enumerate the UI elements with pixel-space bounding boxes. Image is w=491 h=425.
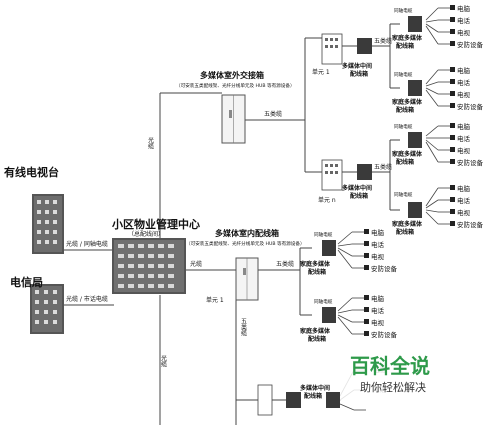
label-home-box-a-2: 配线箱 bbox=[396, 42, 414, 50]
mid-cabinets bbox=[286, 38, 372, 408]
label-device-security-b: 安防设备 bbox=[457, 102, 484, 111]
indoor-cabinet bbox=[235, 257, 259, 301]
label-device-tv-c: 电视 bbox=[457, 146, 471, 155]
label-device-computer-c: 电脑 bbox=[457, 122, 471, 131]
label-device-tv-a: 电视 bbox=[457, 28, 471, 37]
label-device-phone-e: 电话 bbox=[371, 240, 385, 249]
label-home-box-f-1: 家庭多媒体 bbox=[300, 327, 331, 335]
watermark-title: 百科全说 bbox=[350, 354, 430, 378]
label-home-box-f-2: 配线箱 bbox=[308, 335, 326, 343]
label-device-computer-a: 电脑 bbox=[457, 4, 471, 13]
label-device-phone-f: 电话 bbox=[371, 306, 385, 315]
label-device-computer-b: 电脑 bbox=[457, 66, 471, 75]
label-device-security-e: 安防设备 bbox=[371, 264, 398, 273]
label-home-box-d-1: 家庭多媒体 bbox=[392, 220, 423, 228]
label-device-tv-d: 电视 bbox=[457, 208, 471, 217]
label-fiber-vertical-lower: 光缆 bbox=[160, 354, 167, 368]
label-home-box-b-1: 家庭多媒体 bbox=[392, 98, 423, 106]
label-mgmt-center: 小区物业管理中心 bbox=[111, 217, 200, 231]
label-unit-n: 单元 n bbox=[318, 196, 336, 204]
label-indoor-box-note: （可安装五类配线架、光纤分线单元及 HUB 等有源设备） bbox=[186, 240, 305, 247]
unit-building-icons bbox=[257, 33, 343, 416]
telecom-building bbox=[30, 284, 64, 334]
label-link-cable-tv: 光缆 / 同轴电缆 bbox=[66, 240, 108, 248]
label-coax-d: 同轴电缆 bbox=[394, 191, 413, 198]
outdoor-cabinet bbox=[221, 94, 246, 144]
label-home-box-e-2: 配线箱 bbox=[308, 268, 326, 276]
label-coax-e: 同轴电缆 bbox=[314, 231, 333, 238]
label-mid-cabinet-b-2: 配线箱 bbox=[350, 192, 368, 200]
label-unit-1-upper: 单元 1 bbox=[312, 68, 330, 76]
label-cable-tv-station: 有线电视台 bbox=[4, 165, 59, 179]
label-device-tv-f: 电视 bbox=[371, 318, 385, 327]
label-mid-cabinet-a-2: 配线箱 bbox=[350, 70, 368, 78]
label-home-box-c-2: 配线箱 bbox=[396, 158, 414, 166]
label-cat5-unit1: 五类缆 bbox=[374, 37, 392, 45]
mgmt-center-building bbox=[112, 238, 186, 294]
label-link-telecom: 光缆 / 市话电缆 bbox=[66, 295, 108, 303]
label-device-security-d: 安防设备 bbox=[457, 220, 484, 229]
device-markers bbox=[364, 5, 455, 336]
watermark: 百科全说 助你轻松解决 bbox=[340, 348, 452, 400]
label-device-phone-d: 电话 bbox=[457, 196, 471, 205]
device-links bbox=[337, 7, 450, 411]
label-home-box-c-1: 家庭多媒体 bbox=[392, 150, 423, 158]
label-mid-cabinet-b-1: 多媒体中间 bbox=[342, 184, 372, 192]
connection-lines bbox=[64, 23, 400, 425]
label-coax-b: 同轴电缆 bbox=[394, 71, 413, 78]
label-mgmt-center-sub: （总配线间） bbox=[128, 230, 164, 238]
label-fiber-horizontal: 光缆 bbox=[190, 260, 202, 268]
label-home-box-a-1: 家庭多媒体 bbox=[392, 34, 423, 42]
label-device-computer-e: 电脑 bbox=[371, 228, 385, 237]
label-outdoor-box-note: （可安装五类配线架、光纤分线单元及 HUB 等有源设备） bbox=[176, 82, 295, 89]
label-cat5-indoor: 五类缆 bbox=[276, 260, 294, 268]
label-telecom-bureau: 电信局 bbox=[10, 275, 43, 289]
home-boxes bbox=[322, 16, 422, 408]
label-outdoor-box-title: 多媒体室外交接箱 bbox=[200, 70, 264, 80]
label-indoor-box-title: 多媒体室内配线箱 bbox=[215, 228, 279, 238]
label-cat5-outdoor: 五类缆 bbox=[264, 110, 282, 118]
label-device-computer-f: 电脑 bbox=[371, 294, 385, 303]
label-coax-a: 同轴电缆 bbox=[394, 7, 413, 14]
label-cat5-vertical: 五类缆 bbox=[240, 318, 247, 337]
label-device-security-a: 安防设备 bbox=[457, 40, 484, 49]
label-home-box-e-1: 家庭多媒体 bbox=[300, 260, 331, 268]
label-device-tv-e: 电视 bbox=[371, 252, 385, 261]
label-mid-cabinet-c-2: 配线箱 bbox=[304, 392, 322, 400]
label-device-phone-b: 电话 bbox=[457, 78, 471, 87]
label-device-computer-d: 电脑 bbox=[457, 184, 471, 193]
label-device-tv-b: 电视 bbox=[457, 90, 471, 99]
label-mid-cabinet-a-1: 多媒体中间 bbox=[342, 62, 372, 70]
label-mid-cabinet-c-1: 多媒体中间 bbox=[300, 384, 330, 392]
label-home-box-d-2: 配线箱 bbox=[396, 228, 414, 236]
label-device-security-f: 安防设备 bbox=[371, 330, 398, 339]
label-coax-f: 同轴电缆 bbox=[314, 298, 333, 305]
label-fiber-vertical-upper: 光缆 bbox=[147, 136, 154, 150]
watermark-subtitle: 助你轻松解决 bbox=[360, 380, 426, 394]
label-home-box-b-2: 配线箱 bbox=[396, 106, 414, 114]
label-unit-1-lower: 单元 1 bbox=[206, 296, 224, 304]
cable-tv-building bbox=[32, 194, 64, 254]
unit-windows bbox=[325, 38, 338, 174]
label-device-phone-a: 电话 bbox=[457, 16, 471, 25]
label-cat5-unitn: 五类缆 bbox=[374, 163, 392, 171]
label-coax-c: 同轴电缆 bbox=[394, 123, 413, 130]
label-device-phone-c: 电话 bbox=[457, 134, 471, 143]
label-device-security-c: 安防设备 bbox=[457, 158, 484, 167]
